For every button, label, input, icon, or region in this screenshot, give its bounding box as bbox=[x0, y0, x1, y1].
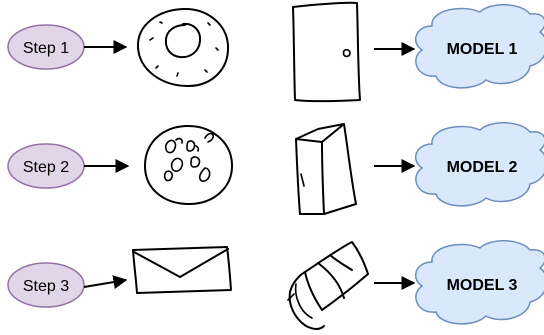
eraser-sketch-icon bbox=[287, 241, 369, 330]
row-1: Step 1 MODEL 1 bbox=[7, 1, 544, 103]
model-3-label: MODEL 3 bbox=[447, 277, 518, 294]
model-2-label: MODEL 2 bbox=[447, 159, 518, 176]
box-sketch-icon bbox=[295, 123, 357, 215]
model-1-cloud bbox=[414, 4, 544, 89]
step-3-node bbox=[7, 262, 85, 308]
donut-sketch-icon bbox=[136, 7, 230, 87]
step-2-label: Step 2 bbox=[23, 159, 69, 176]
envelope-sketch-icon bbox=[132, 246, 232, 294]
model-1-label: MODEL 1 bbox=[447, 41, 518, 58]
cookie-sketch-icon bbox=[144, 124, 234, 205]
door-sketch-icon bbox=[292, 1, 361, 103]
row-3: Step 3 MODEL 3 bbox=[7, 240, 544, 330]
step-3-label: Step 3 bbox=[23, 278, 69, 295]
model-3-cloud bbox=[414, 240, 544, 325]
model-2-cloud bbox=[414, 122, 544, 207]
row-2: Step 2 MODEL 2 bbox=[7, 122, 544, 215]
step-3-arrow bbox=[83, 275, 128, 289]
step-1-label: Step 1 bbox=[23, 40, 69, 57]
